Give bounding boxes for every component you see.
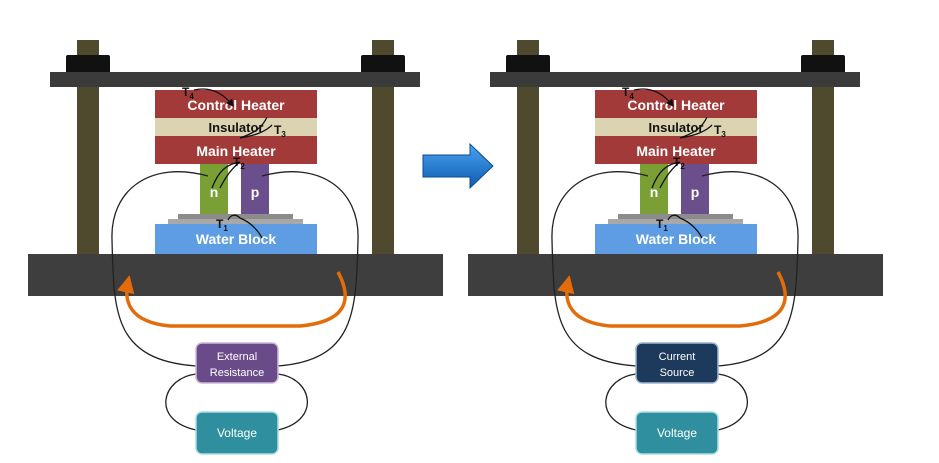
left-control-heater: [155, 90, 317, 118]
right-p-leg: [681, 164, 709, 214]
left-post-a: [77, 40, 99, 258]
left-clamp-plate: [50, 72, 420, 87]
right-water-block: [595, 224, 757, 254]
right-n-label: n: [650, 184, 659, 200]
left-main-heater: [155, 136, 317, 164]
right-control-heater-label: Control Heater: [627, 97, 725, 113]
left-voltage-label: Voltage: [217, 426, 257, 440]
left-p-leg: [241, 164, 269, 214]
right-post-a: [517, 40, 539, 258]
right-voltage-box: [635, 411, 719, 455]
left-t3-label: T3: [274, 123, 286, 139]
right-load-line1: Current: [659, 351, 696, 363]
right-nut-a: [506, 55, 550, 75]
right-circuit-wires: [551, 171, 799, 431]
left-thermocouple-wires: [193, 88, 273, 239]
right-contact-plate-bottom: [608, 219, 743, 224]
left-main-heater-label: Main Heater: [196, 143, 276, 159]
right-post-b: [812, 40, 834, 258]
left-voltage-box: [195, 411, 279, 455]
left-insulator-label: Insulator: [209, 120, 264, 135]
left-panel: Control Heater Insulator Main Heater n p…: [28, 40, 443, 455]
left-contact-plate-bottom: [168, 219, 303, 224]
left-nut-b: [361, 55, 405, 75]
right-contact-plate-top: [618, 214, 733, 219]
right-voltage-label: Voltage: [657, 426, 697, 440]
left-insulator: [155, 118, 317, 136]
right-thermocouple-wires: [633, 88, 713, 239]
left-circuit-wires: [111, 171, 359, 431]
right-main-heater-label: Main Heater: [636, 143, 716, 159]
left-load-line2: Resistance: [210, 367, 264, 379]
right-n-leg: [640, 164, 668, 214]
right-t1-label: T1: [656, 217, 668, 233]
right-insulator-label: Insulator: [649, 120, 704, 135]
right-nut-b: [801, 55, 845, 75]
right-p-label: p: [691, 184, 700, 200]
right-water-block-label: Water Block: [636, 231, 717, 247]
right-control-heater: [595, 90, 757, 118]
right-t3-label: T3: [714, 123, 726, 139]
left-contact-plate-top: [178, 214, 293, 219]
left-t4-label: T4: [182, 85, 194, 101]
left-current-arrow: [117, 271, 347, 328]
left-base-plate: [28, 254, 443, 296]
left-water-block-label: Water Block: [196, 231, 277, 247]
left-external-resistance-box: [195, 342, 279, 384]
transition-arrow: [422, 142, 494, 190]
right-base-plate: [468, 254, 883, 296]
right-clamp-plate: [490, 72, 860, 87]
right-main-heater: [595, 136, 757, 164]
left-n-label: n: [210, 184, 219, 200]
right-t4-label: T4: [622, 85, 634, 101]
left-control-heater-label: Control Heater: [187, 97, 285, 113]
right-load-line2: Source: [660, 367, 695, 379]
left-p-label: p: [251, 184, 260, 200]
left-nut-a: [66, 55, 110, 75]
left-water-block: [155, 224, 317, 254]
right-insulator: [595, 118, 757, 136]
right-current-source-box: [635, 342, 719, 384]
left-load-line1: External: [217, 351, 257, 363]
right-panel: Control Heater Insulator Main Heater n p…: [468, 40, 883, 455]
left-t1-label: T1: [216, 217, 228, 233]
left-post-b: [372, 40, 394, 258]
right-current-arrow: [557, 271, 787, 328]
left-n-leg: [200, 164, 228, 214]
